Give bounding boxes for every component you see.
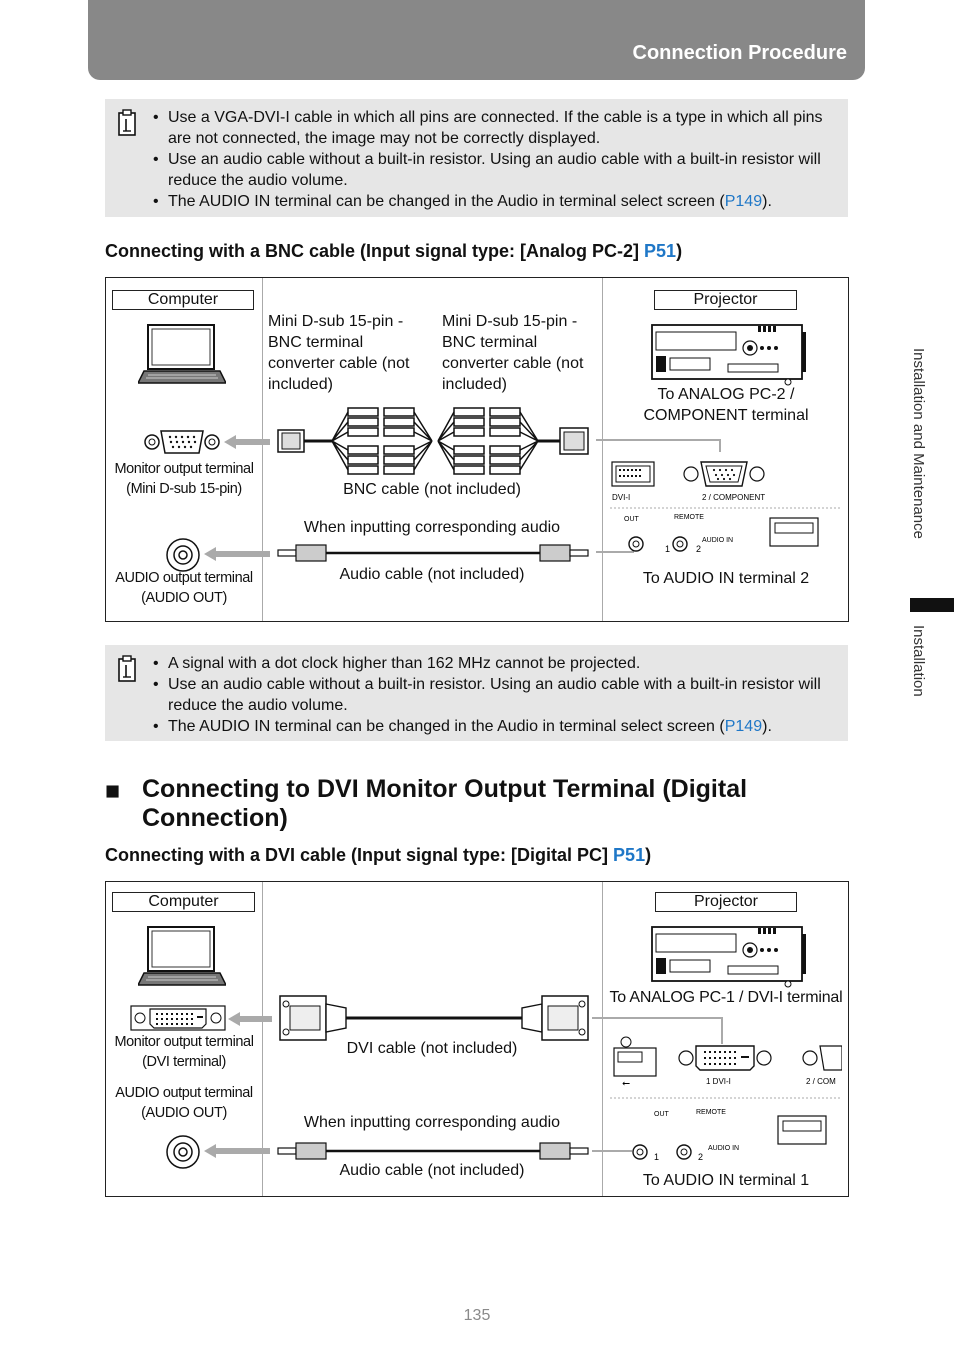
projector-terminal-panel: ⭠ 1 DVI-I 2 / COM OUT REMOTE 1 2 AUDIO I… (610, 1036, 842, 1162)
note-item: Use an audio cable without a built-in re… (153, 674, 840, 716)
svg-text:REMOTE: REMOTE (674, 514, 704, 521)
projector-icon (651, 324, 806, 386)
converter-cable-label: Mini D-sub 15-pin - BNC terminal convert… (268, 313, 410, 393)
svg-text:AUDIO IN: AUDIO IN (702, 537, 733, 544)
projector-label: Projector (655, 892, 797, 912)
projector-terminal-panel: DVI-I 2 / COMPONENT OUT REMOTE 1 2 AUDIO… (610, 461, 840, 554)
svg-text:1: 1 (654, 1152, 659, 1162)
note-icon (118, 109, 136, 136)
page-link[interactable]: P149 (724, 718, 763, 735)
sidebar-marker (910, 598, 954, 612)
page-number: 135 (463, 1307, 491, 1324)
laptop-icon (138, 324, 226, 384)
dvi-cable-icon (279, 995, 589, 1041)
svg-text:1 DVI-I: 1 DVI-I (706, 1077, 731, 1086)
note-list: Use a VGA-DVI-I cable in which all pins … (153, 107, 840, 212)
to-audio-in-label: To AUDIO IN terminal 2 (642, 570, 810, 587)
svg-text:2: 2 (698, 1152, 703, 1162)
square-bullet: ■ (105, 777, 121, 805)
audio-cable-icon (277, 544, 589, 562)
dvi-cable-label: DVI cable (not included) (346, 1040, 518, 1057)
dvi-connection-diagram: Computer Projector Monitor output termin… (105, 881, 849, 1197)
header-title: Connection Procedure (632, 42, 847, 64)
audio-output-label: AUDIO output terminal (AUDIO OUT) (115, 1085, 253, 1121)
note-box: Use a VGA-DVI-I cable in which all pins … (105, 99, 848, 217)
vga-port-icon (144, 430, 220, 454)
projector-icon (651, 926, 806, 988)
connection-lines (596, 439, 721, 553)
note-item: Use a VGA-DVI-I cable in which all pins … (153, 107, 840, 149)
bnc-cable-label: BNC cable (not included) (343, 481, 521, 498)
to-analog-label: To ANALOG PC-1 / DVI-I terminal (609, 989, 843, 1006)
monitor-output-label: Monitor output terminal (DVI terminal) (114, 1034, 254, 1070)
page-link[interactable]: P51 (613, 845, 646, 865)
monitor-output-label: Monitor output terminal (Mini D-sub 15-p… (114, 461, 254, 497)
note-item: A signal with a dot clock higher than 16… (153, 653, 840, 674)
projector-label: Projector (654, 290, 797, 310)
page-link[interactable]: P149 (724, 193, 763, 210)
bnc-connection-diagram: Computer Projector Monitor output termin… (105, 277, 849, 622)
dvi-heading: Connecting with a DVI cable (Input signa… (105, 845, 652, 865)
audio-output-label: AUDIO output terminal (AUDIO OUT) (115, 570, 253, 606)
audio-jack-icon (166, 1135, 200, 1169)
arrow-left-icon (204, 547, 270, 561)
svg-text:1: 1 (665, 544, 670, 554)
to-audio-in-label: To AUDIO IN terminal 1 (642, 1172, 810, 1189)
note-item: Use an audio cable without a built-in re… (153, 149, 840, 191)
header-bar: Connection Procedure (88, 0, 865, 80)
svg-text:2 / COMPONENT: 2 / COMPONENT (702, 493, 765, 502)
when-audio-label: When inputting corresponding audio (303, 1114, 561, 1131)
connection-lines (592, 1017, 723, 1152)
svg-text:2 / COM: 2 / COM (806, 1077, 836, 1086)
svg-text:AUDIO IN: AUDIO IN (708, 1145, 739, 1152)
svg-text:2: 2 (696, 544, 701, 554)
arrow-left-icon (224, 435, 270, 449)
bnc-cable-icon (277, 407, 589, 475)
computer-label: Computer (112, 892, 255, 912)
audio-cable-icon (277, 1142, 589, 1160)
audio-cable-label: Audio cable (not included) (339, 1162, 525, 1179)
svg-text:REMOTE: REMOTE (696, 1109, 726, 1116)
bnc-heading: Connecting with a BNC cable (Input signa… (105, 241, 683, 261)
sidebar-section-label: Installation (910, 625, 927, 697)
laptop-icon (138, 926, 226, 986)
to-analog-label: To ANALOG PC-2 / COMPONENT terminal (643, 386, 809, 424)
audio-jack-icon (166, 538, 200, 572)
arrow-left-icon (204, 1144, 270, 1158)
when-audio-label: When inputting corresponding audio (303, 519, 561, 536)
note-item: The AUDIO IN terminal can be changed in … (153, 191, 840, 212)
sidebar-chapter-label: Installation and Maintenance (910, 348, 927, 539)
arrow-left-icon (228, 1012, 272, 1026)
note-icon (118, 655, 136, 682)
computer-label: Computer (112, 290, 254, 310)
converter-cable-label: Mini D-sub 15-pin - BNC terminal convert… (442, 313, 584, 393)
note-list: A signal with a dot clock higher than 16… (153, 653, 840, 737)
svg-text:DVI-I: DVI-I (612, 493, 630, 502)
dvi-port-icon (130, 1005, 226, 1031)
note-item: The AUDIO IN terminal can be changed in … (153, 716, 840, 737)
page-link[interactable]: P51 (644, 241, 677, 261)
svg-text:OUT: OUT (624, 516, 640, 523)
note-box: A signal with a dot clock higher than 16… (105, 645, 848, 741)
svg-text:OUT: OUT (654, 1111, 670, 1118)
audio-cable-label: Audio cable (not included) (339, 566, 525, 583)
svg-text:⭠: ⭠ (622, 1078, 630, 1089)
